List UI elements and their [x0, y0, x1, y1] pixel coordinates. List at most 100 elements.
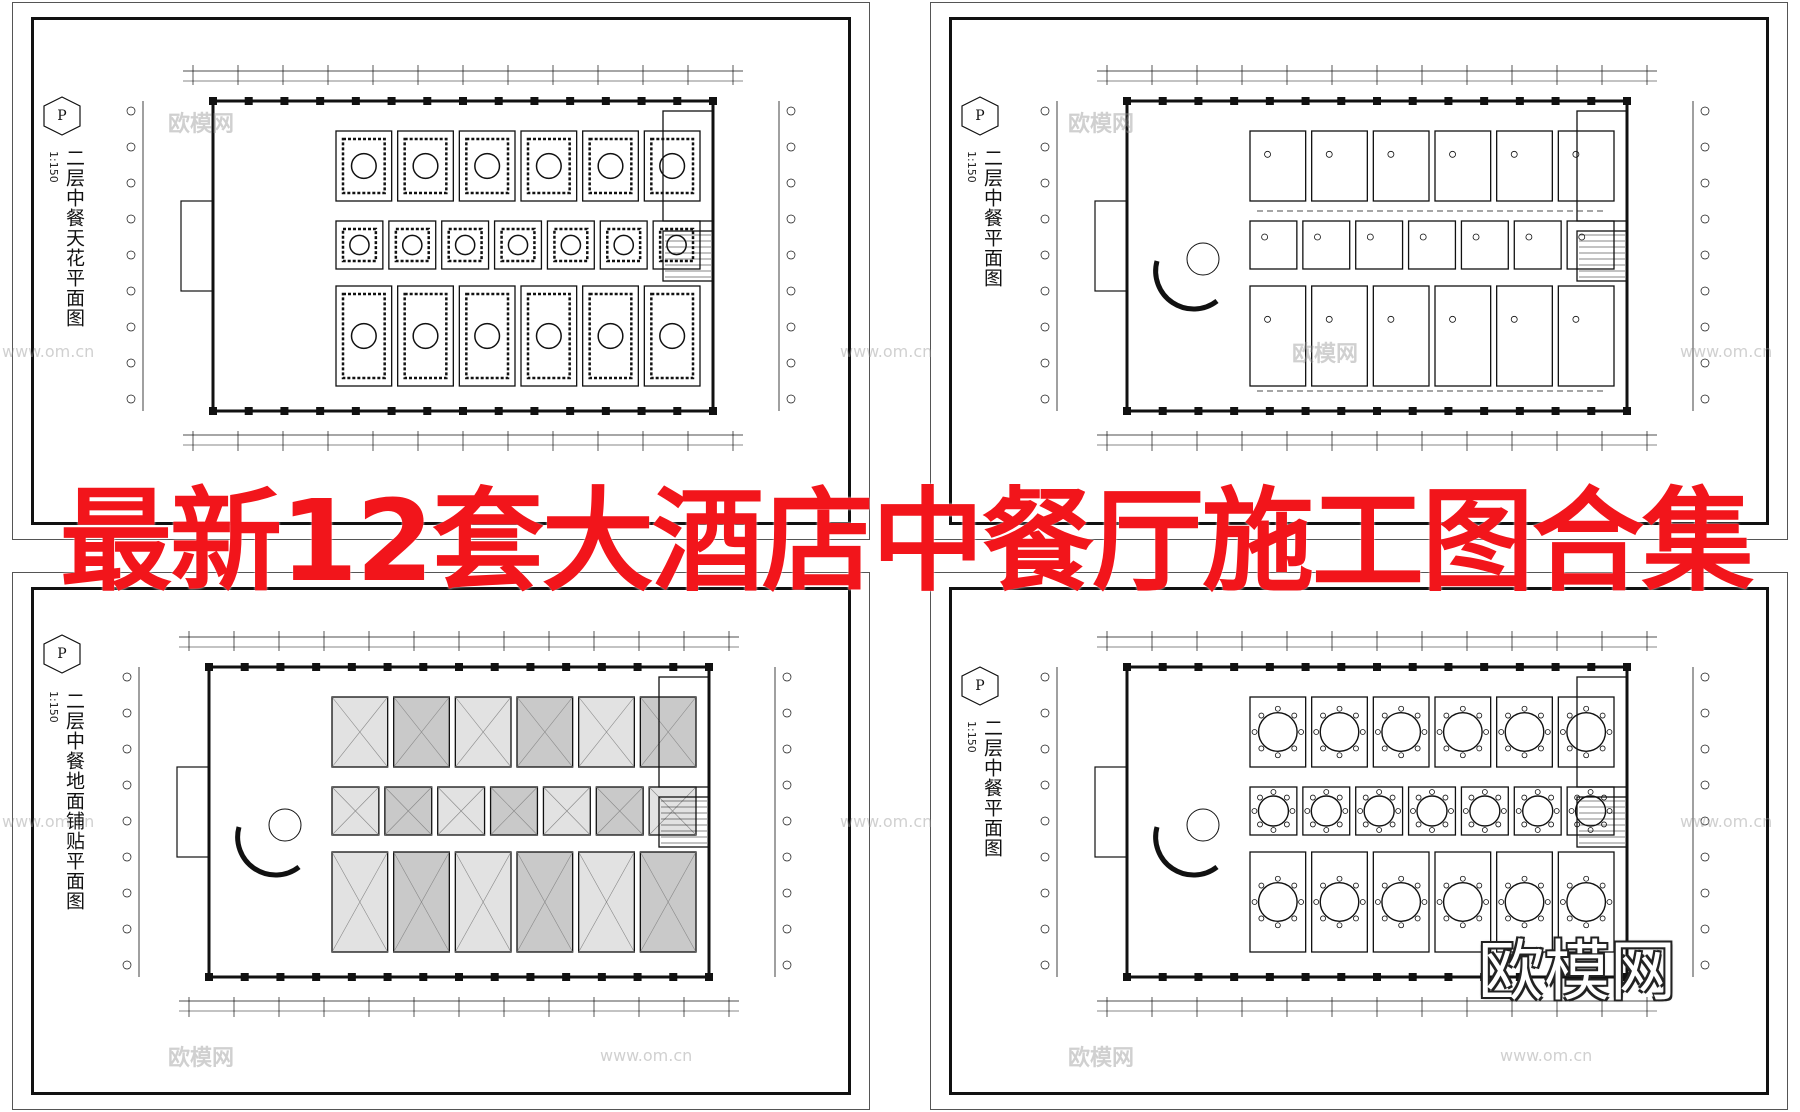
axis-bubble: [1700, 214, 1710, 224]
room: [335, 220, 384, 270]
room: [520, 285, 578, 387]
ceiling-light: [412, 322, 439, 350]
axis-bubble: [782, 852, 792, 862]
room-tag: [1261, 233, 1269, 241]
chair: [1251, 729, 1258, 735]
chair: [1476, 882, 1483, 889]
axis-bubble: [126, 322, 136, 332]
chair: [1495, 794, 1502, 801]
column: [673, 97, 682, 105]
axis-bubble: [1700, 708, 1710, 718]
room: [397, 285, 454, 387]
chair: [1429, 827, 1435, 833]
column: [601, 97, 610, 105]
round-table: [1381, 712, 1422, 752]
chair: [1342, 808, 1349, 814]
room: [1355, 220, 1404, 270]
tile-hatch: [490, 786, 538, 836]
chair: [1505, 915, 1511, 922]
chair: [1304, 808, 1311, 814]
column: [526, 973, 535, 981]
chair: [1289, 808, 1296, 814]
axis-bubble: [1040, 214, 1050, 224]
axis-bubble: [786, 214, 796, 224]
chair: [1398, 752, 1405, 759]
drawing-title: 二层中餐地面铺贴平面图: [63, 691, 85, 911]
chair: [1414, 882, 1421, 889]
drawing-scale: 1:150: [965, 151, 978, 183]
ceiling-panel: [606, 227, 642, 263]
chair: [1521, 922, 1528, 929]
round-table: [1469, 795, 1501, 827]
spiral-staircase: [1153, 260, 1219, 312]
ceiling-light: [535, 152, 562, 180]
chair: [1270, 789, 1277, 795]
column: [383, 663, 392, 671]
room: [582, 130, 639, 202]
chair: [1583, 705, 1590, 712]
chair: [1415, 794, 1422, 801]
column: [312, 973, 321, 981]
column: [1230, 97, 1239, 105]
chair: [1538, 915, 1544, 922]
drawing-scale: 1:150: [965, 721, 978, 753]
chair: [1443, 712, 1450, 719]
watermark-logo: 欧模网: [1068, 112, 1135, 137]
watermark-url: www.om.cn: [840, 812, 933, 831]
axis-bubble: [782, 960, 792, 970]
room-tag: [1264, 315, 1271, 323]
room: [388, 220, 437, 270]
column: [1623, 663, 1631, 671]
room: [1566, 220, 1615, 270]
axis-bubble: [786, 322, 796, 332]
chair: [1274, 922, 1281, 929]
chair: [1359, 899, 1366, 905]
chair: [1566, 915, 1573, 922]
column: [1194, 407, 1203, 415]
room: [458, 285, 516, 387]
column: [351, 407, 360, 415]
chair: [1566, 712, 1573, 719]
column: [1230, 973, 1239, 981]
axis-bubble: [122, 780, 132, 790]
chair: [1538, 712, 1544, 719]
room: [1496, 696, 1553, 768]
axis-bubble: [786, 142, 796, 152]
chair: [1498, 729, 1505, 735]
chair: [1544, 899, 1551, 905]
watermark-url: www.om.cn: [1500, 1046, 1593, 1065]
chair: [1398, 922, 1405, 929]
ceiling-light: [401, 234, 423, 256]
room: [335, 285, 393, 387]
chair: [1251, 808, 1258, 814]
chair: [1442, 821, 1449, 828]
round-table: [1310, 795, 1342, 827]
chair: [1320, 712, 1326, 719]
chair: [1362, 821, 1369, 828]
column: [1194, 97, 1203, 105]
chair: [1599, 712, 1606, 719]
column: [1158, 973, 1167, 981]
watermark-url: www.om.cn: [1680, 812, 1773, 831]
chair: [1376, 827, 1383, 833]
column: [209, 97, 217, 105]
column: [244, 97, 253, 105]
drawing-symbol-hexagon: P: [41, 633, 83, 675]
tile-hatch: [331, 851, 388, 953]
drawing-sheet-ceiling-plan: P 二层中餐天花平面图 1:150: [12, 2, 870, 540]
axis-bubble: [782, 744, 792, 754]
axis-bubble: [1700, 286, 1710, 296]
room-tag: [1387, 315, 1395, 323]
chair: [1443, 882, 1450, 889]
room: [1372, 285, 1430, 387]
column: [1337, 973, 1346, 981]
chair: [1421, 899, 1428, 905]
column: [494, 407, 503, 415]
chair: [1553, 808, 1560, 814]
column: [205, 663, 213, 671]
drawing-sheet-floor-plan: P 二层中餐平面图 1:150: [930, 2, 1788, 540]
ceiling-panel: [341, 227, 378, 263]
tile-hatch: [648, 786, 697, 836]
room-tag: [1510, 315, 1518, 323]
column: [526, 663, 535, 671]
